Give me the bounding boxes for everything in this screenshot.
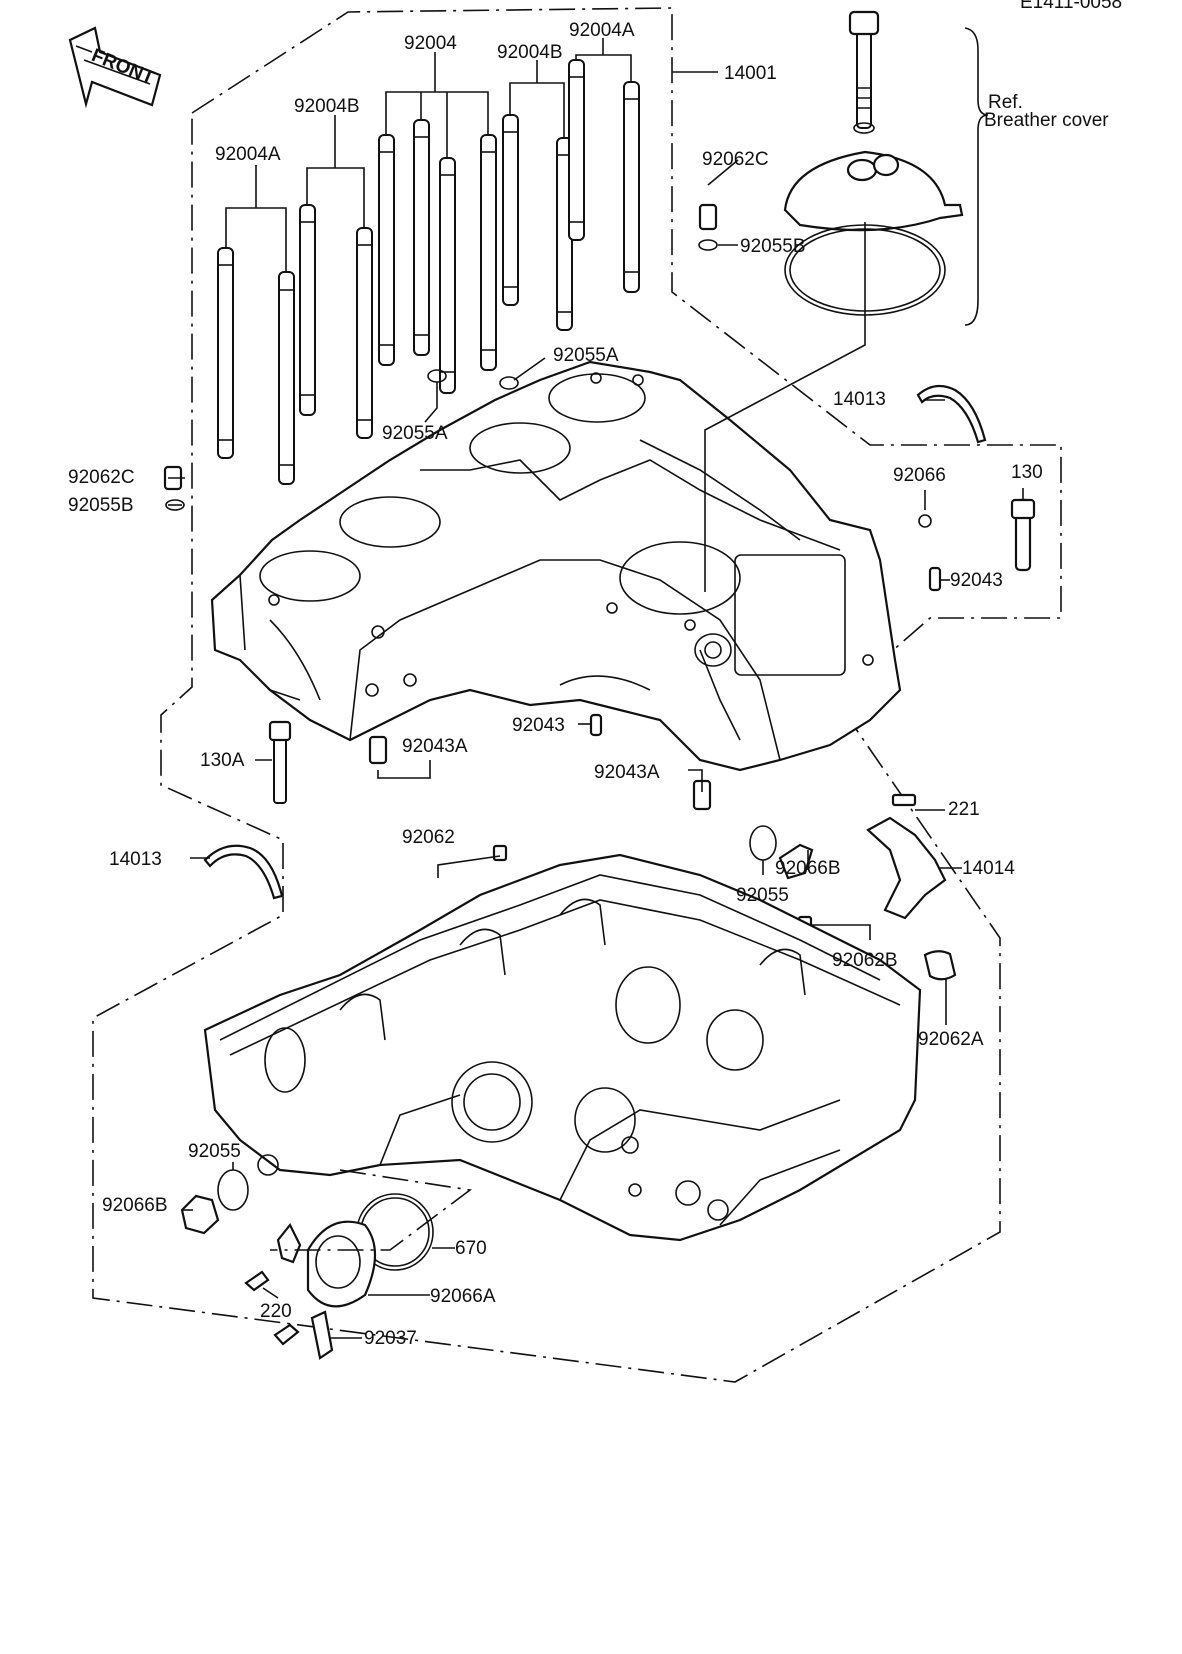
- crankcase-studs: [217, 59, 640, 485]
- stud: [413, 119, 430, 356]
- label-92062A: 92062A: [918, 1029, 984, 1050]
- leader-lines: [168, 159, 1024, 1339]
- oil-strainer-parts: [244, 1193, 434, 1360]
- upper-group-outline: [92, 7, 1062, 1383]
- label-92055A-right: 92055A: [553, 345, 619, 366]
- front-arrow-icon: FRONT: [68, 26, 162, 109]
- label-92055A-left: 92055A: [382, 423, 448, 444]
- stud: [278, 271, 295, 485]
- stud: [299, 204, 316, 416]
- label-92004: 92004: [404, 33, 457, 54]
- stud: [502, 114, 519, 306]
- stud: [623, 81, 640, 293]
- label-92066A: 92066A: [430, 1286, 496, 1307]
- ref-breather-cover-label: Breather cover: [984, 110, 1109, 131]
- label-92004B-left: 92004B: [294, 96, 360, 117]
- diagram-code: E1411-0058: [1020, 0, 1122, 13]
- label-92004A-left: 92004A: [215, 144, 281, 165]
- lower-crankcase: [203, 853, 922, 1242]
- label-221: 221: [948, 799, 980, 820]
- stud: [356, 227, 373, 439]
- label-92055B-lower: 92055B: [68, 495, 134, 516]
- label-92004A-top: 92004A: [569, 20, 635, 41]
- stud: [480, 134, 497, 371]
- stud: [568, 59, 585, 241]
- stud: [378, 134, 395, 366]
- label-14001: 14001: [724, 63, 777, 84]
- ref-label: Ref.: [988, 92, 1023, 113]
- oil-pan-outline: [270, 1169, 473, 1251]
- label-92043-right: 92043: [950, 570, 1003, 591]
- label-92055-left: 92055: [188, 1141, 241, 1162]
- label-14013-top: 14013: [833, 389, 886, 410]
- label-92043-center: 92043: [512, 715, 565, 736]
- label-92062B: 92062B: [832, 950, 898, 971]
- label-92055B-upper: 92055B: [740, 236, 806, 257]
- label-92066B-right: 92066B: [775, 858, 841, 879]
- part-labels: 92004 92004A 92004B 92004B 92004A 14001 …: [68, 20, 1109, 1349]
- stud: [217, 247, 234, 459]
- thrust-washer-top: [916, 384, 987, 444]
- stud-leaders: [225, 38, 718, 272]
- label-92043A-left: 92043A: [402, 736, 468, 757]
- label-130A: 130A: [200, 750, 245, 771]
- label-92043A-right: 92043A: [594, 762, 660, 783]
- stud: [439, 157, 456, 394]
- cover-14014: [866, 793, 947, 920]
- breather-cover: [704, 10, 989, 592]
- label-220: 220: [260, 1301, 292, 1322]
- label-92062C-lower: 92062C: [68, 467, 135, 488]
- label-14013-bottom: 14013: [109, 849, 162, 870]
- label-670: 670: [455, 1238, 487, 1259]
- label-92037: 92037: [364, 1328, 417, 1349]
- label-92004B-top: 92004B: [497, 42, 563, 63]
- label-92062: 92062: [402, 827, 455, 848]
- label-92066B-left: 92066B: [102, 1195, 168, 1216]
- thrust-washer-bottom: [203, 844, 284, 900]
- label-130: 130: [1011, 462, 1043, 483]
- label-92055-right: 92055: [736, 885, 789, 906]
- upper-crankcase: [210, 360, 902, 772]
- label-92066: 92066: [893, 465, 946, 486]
- label-14014: 14014: [962, 858, 1015, 879]
- label-92062C-upper: 92062C: [702, 149, 769, 170]
